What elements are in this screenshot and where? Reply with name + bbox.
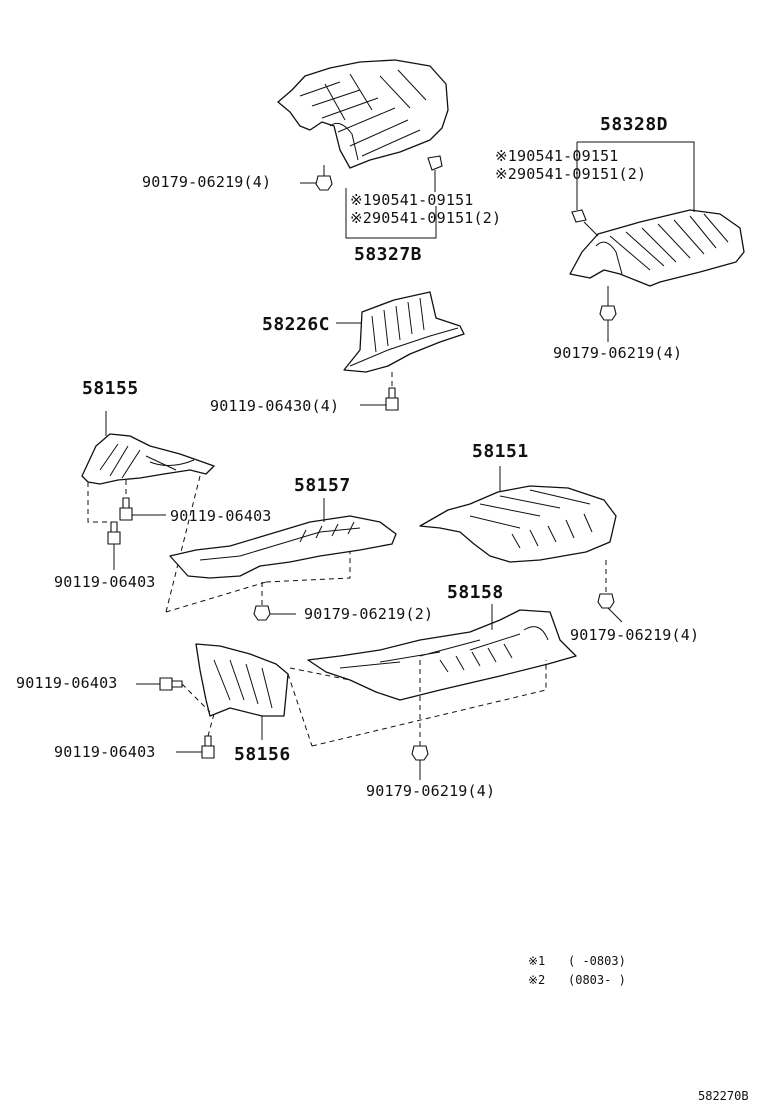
- label-bolt-58155-b: 90119-06403: [54, 573, 156, 591]
- label-58328d: 58328D: [600, 114, 669, 135]
- nut-58327b[interactable]: [315, 175, 333, 191]
- part-58328d-shape[interactable]: [569, 209, 745, 287]
- diagram-code: 582270B: [698, 1089, 749, 1103]
- note-2-range: (0803- ): [568, 973, 626, 987]
- clip-58327b[interactable]: [427, 155, 443, 171]
- bolt-58156-a[interactable]: [159, 677, 183, 691]
- label-58328d-clip-2: ※290541-09151(2): [495, 165, 647, 183]
- label-nut-58157: 90179-06219(2): [304, 605, 434, 623]
- label-bolt-58156-a: 90119-06403: [16, 674, 118, 692]
- note-1-mark: ※1: [528, 954, 546, 968]
- label-58327b-clip-1: ※190541-09151: [350, 191, 474, 209]
- label-58327b-clip-2: ※290541-09151(2): [350, 209, 502, 227]
- bolt-58155-a[interactable]: [119, 497, 133, 521]
- part-58158-shape[interactable]: [307, 609, 577, 701]
- label-nut-58328d: 90179-06219(4): [553, 344, 683, 362]
- nut-58157[interactable]: [253, 605, 271, 621]
- part-58156-shape[interactable]: [195, 643, 289, 717]
- label-bolt-58156-b: 90119-06403: [54, 743, 156, 761]
- nut-58151[interactable]: [597, 593, 615, 609]
- note-2-mark: ※2: [528, 973, 546, 987]
- nut-58328d[interactable]: [599, 305, 617, 321]
- label-58226c: 58226C: [262, 314, 331, 335]
- label-58151: 58151: [472, 441, 529, 462]
- bolt-58156-b[interactable]: [201, 735, 215, 759]
- label-bolt-58155-a: 90119-06403: [170, 507, 272, 525]
- label-bolt-58226c: 90119-06430(4): [210, 397, 340, 415]
- note-1-range: ( -0803): [568, 954, 626, 968]
- label-58158: 58158: [447, 582, 504, 603]
- label-nut-58327b: 90179-06219(4): [142, 173, 272, 191]
- label-58328d-clip-1: ※190541-09151: [495, 147, 619, 165]
- bolt-58226c[interactable]: [385, 387, 399, 411]
- part-58155-shape[interactable]: [81, 433, 215, 485]
- label-nut-58151: 90179-06219(4): [570, 626, 700, 644]
- label-58156: 58156: [234, 744, 291, 765]
- part-58151-shape[interactable]: [419, 485, 617, 563]
- label-58155: 58155: [82, 378, 139, 399]
- nut-58158[interactable]: [411, 745, 429, 761]
- part-58157-shape[interactable]: [169, 515, 397, 579]
- part-58226c-shape[interactable]: [343, 291, 465, 373]
- clip-58328d[interactable]: [571, 209, 587, 223]
- label-58327b: 58327B: [354, 244, 423, 265]
- part-58327b-shape[interactable]: [277, 59, 449, 169]
- label-nut-58158: 90179-06219(4): [366, 782, 496, 800]
- label-58157: 58157: [294, 475, 351, 496]
- bolt-58155-b[interactable]: [107, 521, 121, 545]
